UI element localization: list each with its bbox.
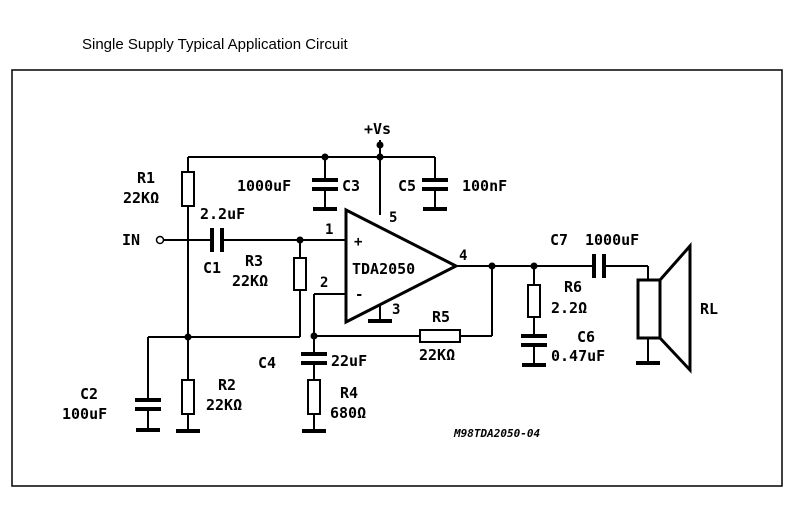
chip-minus: - xyxy=(355,287,363,303)
pin-5: 5 xyxy=(389,210,397,226)
input-label: IN xyxy=(122,231,140,249)
pin-4: 4 xyxy=(459,248,467,264)
capacitor-c3 xyxy=(312,157,338,211)
resistor-r6 xyxy=(527,266,541,334)
resistor-r1 xyxy=(181,157,195,337)
c4-value: 22uF xyxy=(331,352,367,370)
amplifier-tda2050 xyxy=(314,207,538,325)
c6-name: C6 xyxy=(577,328,595,346)
c3-value: 1000uF xyxy=(237,177,291,195)
rl-label: RL xyxy=(700,300,718,318)
resistor-r2 xyxy=(176,337,200,433)
supply-label: +Vs xyxy=(364,120,391,138)
r2-value: 22KΩ xyxy=(206,396,242,414)
speaker-icon xyxy=(636,242,692,374)
c7-value: 1000uF xyxy=(585,231,639,249)
c3-name: C3 xyxy=(342,177,360,195)
supply-rail xyxy=(188,140,435,215)
capacitor-c4 xyxy=(301,336,327,365)
r3-name: R3 xyxy=(245,252,263,270)
c7-name: C7 xyxy=(550,231,568,249)
c2-value: 100uF xyxy=(62,405,107,423)
r4-value: 680Ω xyxy=(330,404,366,422)
r1-value: 22KΩ xyxy=(123,189,159,207)
resistor-r3 xyxy=(148,240,307,341)
c5-name: C5 xyxy=(398,177,416,195)
pin-2: 2 xyxy=(320,275,328,291)
resistor-r4 xyxy=(302,365,326,433)
resistor-r5 xyxy=(310,266,493,343)
c4-name: C4 xyxy=(258,354,276,372)
c5-value: 100nF xyxy=(462,177,507,195)
capacitor-c1 xyxy=(155,228,346,252)
c2-name: C2 xyxy=(80,385,98,403)
r4-name: R4 xyxy=(340,384,358,402)
capacitor-c5 xyxy=(422,157,448,211)
r5-name: R5 xyxy=(432,308,450,326)
pin-3: 3 xyxy=(392,302,400,318)
r5-value: 22KΩ xyxy=(419,346,455,364)
c6-value: 0.47uF xyxy=(551,347,605,365)
r6-value: 2.2Ω xyxy=(551,299,587,317)
diagram-title: Single Supply Typical Application Circui… xyxy=(82,36,348,53)
frame-border xyxy=(11,69,783,487)
capacitor-c6 xyxy=(521,334,547,367)
chip-name: TDA2050 xyxy=(352,260,415,278)
pin-1: 1 xyxy=(325,222,333,238)
c1-name: C1 xyxy=(203,259,221,277)
chip-plus: + xyxy=(354,234,362,250)
capacitor-c2 xyxy=(135,337,161,432)
r1-name: R1 xyxy=(137,169,155,187)
reference-code: M98TDA2050-04 xyxy=(453,427,540,440)
capacitor-c7 xyxy=(534,254,649,280)
c1-value: 2.2uF xyxy=(200,205,245,223)
r3-value: 22KΩ xyxy=(232,272,268,290)
r2-name: R2 xyxy=(218,376,236,394)
r6-name: R6 xyxy=(564,278,582,296)
